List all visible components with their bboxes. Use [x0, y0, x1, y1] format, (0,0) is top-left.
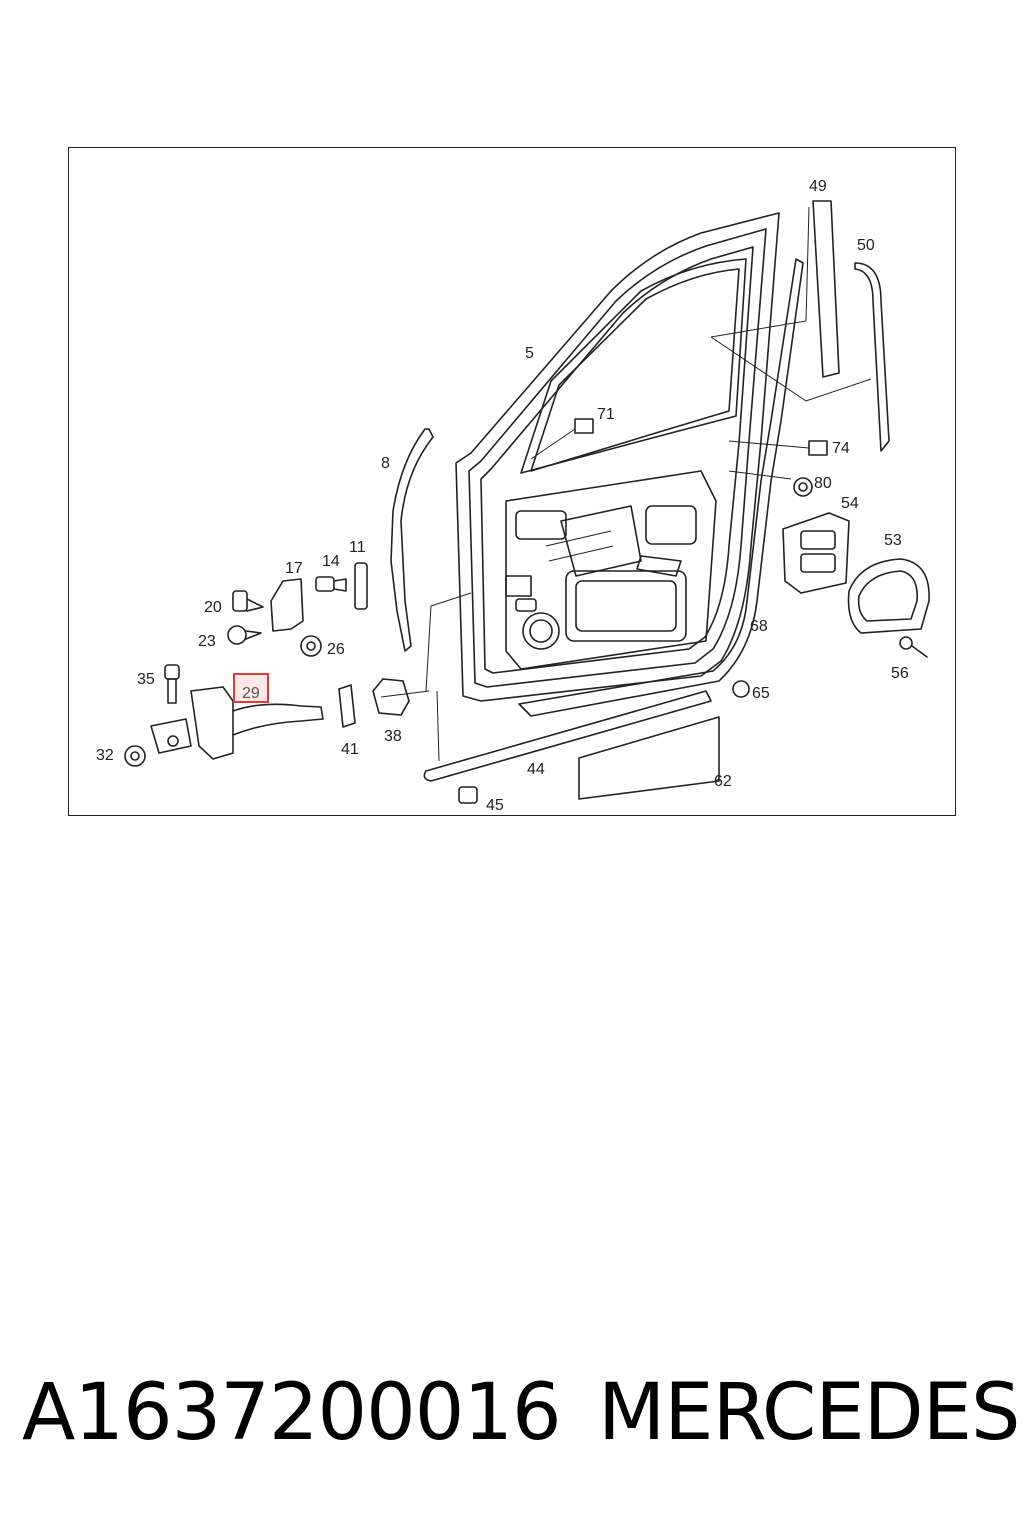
part-23: [227, 625, 262, 645]
callout-11: 11: [349, 539, 366, 556]
part-68: [518, 258, 804, 717]
callout-56: 56: [891, 665, 909, 682]
callout-54: 54: [841, 495, 859, 512]
callout-65: 65: [752, 685, 770, 702]
part-71: [574, 418, 594, 434]
callout-14: 14: [322, 553, 340, 570]
brand-name: MERCEDES: [598, 1368, 1020, 1458]
callout-5: 5: [525, 345, 534, 362]
part-54: [782, 512, 850, 594]
highlight-box-29: [233, 673, 269, 703]
part-14: [315, 576, 347, 592]
part-29: [150, 686, 324, 760]
callout-53: 53: [884, 532, 902, 549]
callout-62: 62: [714, 773, 732, 790]
part-56: [899, 636, 928, 658]
callout-71: 71: [597, 406, 615, 423]
part-49: [812, 200, 840, 378]
callout-8: 8: [381, 455, 390, 472]
part-32: [124, 745, 146, 767]
part-20: [232, 590, 264, 612]
callout-23: 23: [198, 633, 216, 650]
part-65: [732, 680, 750, 698]
part-38: [372, 678, 410, 716]
part-44: [423, 690, 712, 782]
callout-50: 50: [857, 237, 875, 254]
callout-49: 49: [809, 178, 827, 195]
callouts: 5 8 11 14 17 20 23 26 29 32 35 38 41 44 …: [96, 178, 909, 814]
caption: A1637200016 MERCEDES: [0, 1368, 1024, 1478]
part-41: [338, 684, 356, 728]
callout-35: 35: [137, 671, 155, 688]
part-26: [300, 635, 322, 657]
part-80: [793, 477, 813, 497]
callout-41: 41: [341, 741, 359, 758]
part-50: [854, 262, 890, 452]
part-45: [458, 786, 478, 804]
callout-17: 17: [285, 560, 303, 577]
callout-45: 45: [486, 797, 504, 814]
callout-38: 38: [384, 728, 402, 745]
callout-68: 68: [750, 618, 768, 635]
part-11: [354, 562, 368, 610]
callout-80: 80: [814, 475, 832, 492]
callout-74: 74: [832, 440, 850, 457]
part-8: [390, 428, 434, 652]
leader-lines: [380, 206, 872, 762]
callout-20: 20: [204, 599, 222, 616]
parts-diagram: 5 8 11 14 17 20 23 26 29 32 35 38 41 44 …: [68, 147, 956, 816]
part-74: [808, 440, 828, 456]
part-35: [164, 664, 180, 704]
part-17: [270, 578, 304, 632]
door-exploded-view: 5 8 11 14 17 20 23 26 29 32 35 38 41 44 …: [96, 178, 930, 814]
part-53: [847, 558, 930, 634]
part-62: [578, 716, 720, 800]
callout-44: 44: [527, 761, 545, 778]
callout-26: 26: [327, 641, 345, 658]
callout-29: 29: [242, 685, 260, 702]
part-number: A1637200016: [22, 1368, 562, 1458]
callout-32: 32: [96, 747, 114, 764]
door-shell: [455, 212, 780, 702]
